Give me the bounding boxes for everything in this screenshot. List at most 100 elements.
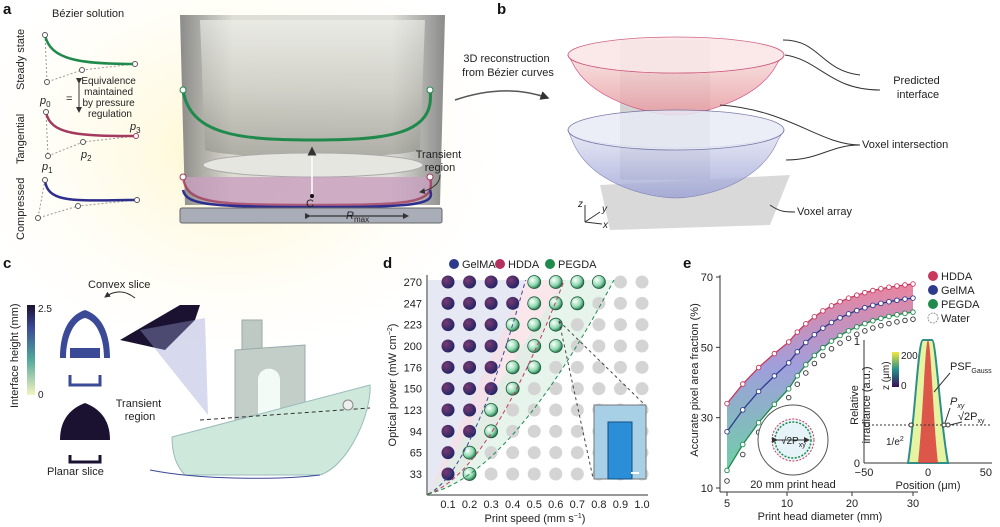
dot-printed-gelma-hdda [484,339,498,353]
d-ytick: 270 [404,277,422,289]
dot-unprinted [570,318,584,332]
dot-unprinted [527,446,541,460]
dot-printed-gelma-hdda [484,382,498,396]
psf-y-label-line1: Relative [849,385,861,425]
p0-label: p0 [39,95,51,109]
dot-printed-gelma-hdda [441,318,455,332]
dot-printed-pegda [462,467,477,481]
psf-xtick-neg50: −50 [855,467,874,479]
data-point-water [837,340,843,346]
data-point-water [820,352,826,359]
dot-unprinted [570,403,584,417]
data-point-hdda [828,303,835,309]
dot-unprinted [506,467,520,481]
dot-unprinted [613,382,627,396]
compressed-interface-curve [181,189,433,209]
e-ytick: 70 [701,272,713,284]
data-point-gelma [724,428,730,435]
data-point-gelma [803,339,809,346]
d-xtick: 0.5 [527,499,542,511]
sample-photo-inset [593,404,647,480]
psf-ytick-1: 1 [854,336,860,348]
dot-printed-gelma-hdda [463,296,477,310]
data-point-hdda [803,321,809,327]
data-point-gelma [878,300,884,307]
transient-region-label-c: Transient region [116,398,165,423]
equals-sign: = [66,93,72,105]
dot-unprinted [570,467,584,481]
dot-unprinted [613,339,627,353]
dot-printed-gelma-hdda [463,424,477,438]
dot-unprinted [506,424,520,438]
material-band [727,284,913,471]
dot-printed-pegda [548,339,563,353]
control-polygon-steady [44,34,136,83]
axis-y: y [601,204,608,215]
d-ytick: 94 [410,426,422,438]
data-point-hdda [878,286,884,292]
p1-label: p1 [41,161,53,175]
data-point-water [845,335,852,342]
convex-slice-arrow [104,291,136,299]
d-xtick: 0.4 [505,499,520,511]
dot-printed-pegda [505,381,520,396]
data-point-gelma [854,307,860,314]
dot-unprinted [549,382,563,396]
d-x-axis-label: Print speed (mm s−1) [485,513,586,525]
legend-label-hdda: HDDA [941,271,973,283]
data-point-hdda [740,381,746,387]
dot-unprinted [484,467,498,481]
legend-marker-hdda [928,271,938,281]
steady-state-interface-curve [181,89,432,142]
row-label-steady: Steady state [15,29,27,90]
data-point-water [886,320,892,327]
dot-unprinted [549,467,563,481]
print-head-inset: √2Pxy 20 mm print head [750,404,836,491]
dot-printed-pegda [505,339,520,353]
d-y-axis-label: Optical power (mW cm−2) [387,324,399,447]
data-point-gelma [771,373,778,379]
data-point-water [862,328,868,334]
data-point-pegda [902,310,908,317]
d-ytick: 123 [404,405,422,417]
e-xtick: 5 [724,498,730,510]
psf-gauss-curve [918,340,938,463]
tangential-interface-curve [181,176,433,207]
data-point-gelma [755,388,762,395]
hdda-boundary [427,279,565,495]
pegda-boundary [427,279,615,495]
reconstruction-label: 3D reconstruction from Bézier curves [462,53,554,79]
data-point-pegda [854,324,860,330]
dot-unprinted [635,296,649,310]
dot-printed-gelma-hdda [484,296,498,310]
dot-unprinted [570,339,584,353]
bezier-curve-steady [43,34,136,66]
convex-slice-shape [60,310,110,358]
data-point-hdda [794,329,801,335]
legend-label-gelma: GelMA [941,285,975,297]
data-point-water [794,381,801,387]
panel-a: a Bézier solution Steady state Tangentia… [3,1,461,240]
gelma-boundary [427,279,527,495]
dot-unprinted [613,318,627,332]
data-point-pegda [794,373,801,379]
dot-unprinted [592,360,606,374]
data-point-gelma [894,297,900,304]
dot-printed-gelma-hdda [463,360,477,374]
e-xtick: 30 [907,498,919,510]
legend-label-pegda: PEGDA [558,259,597,271]
d-ytick: 200 [404,341,422,353]
dot-unprinted [570,446,584,460]
data-point-hdda [785,339,792,345]
data-point-hdda [862,289,868,296]
data-point-gelma [902,296,908,302]
dot-printed-pegda [462,445,477,460]
dot-printed-gelma-hdda [463,275,477,289]
dot-unprinted [613,275,627,289]
data-point-gelma [811,331,818,338]
data-point-gelma [862,305,868,311]
data-point-water [828,346,835,352]
data-point-hdda [886,284,892,291]
